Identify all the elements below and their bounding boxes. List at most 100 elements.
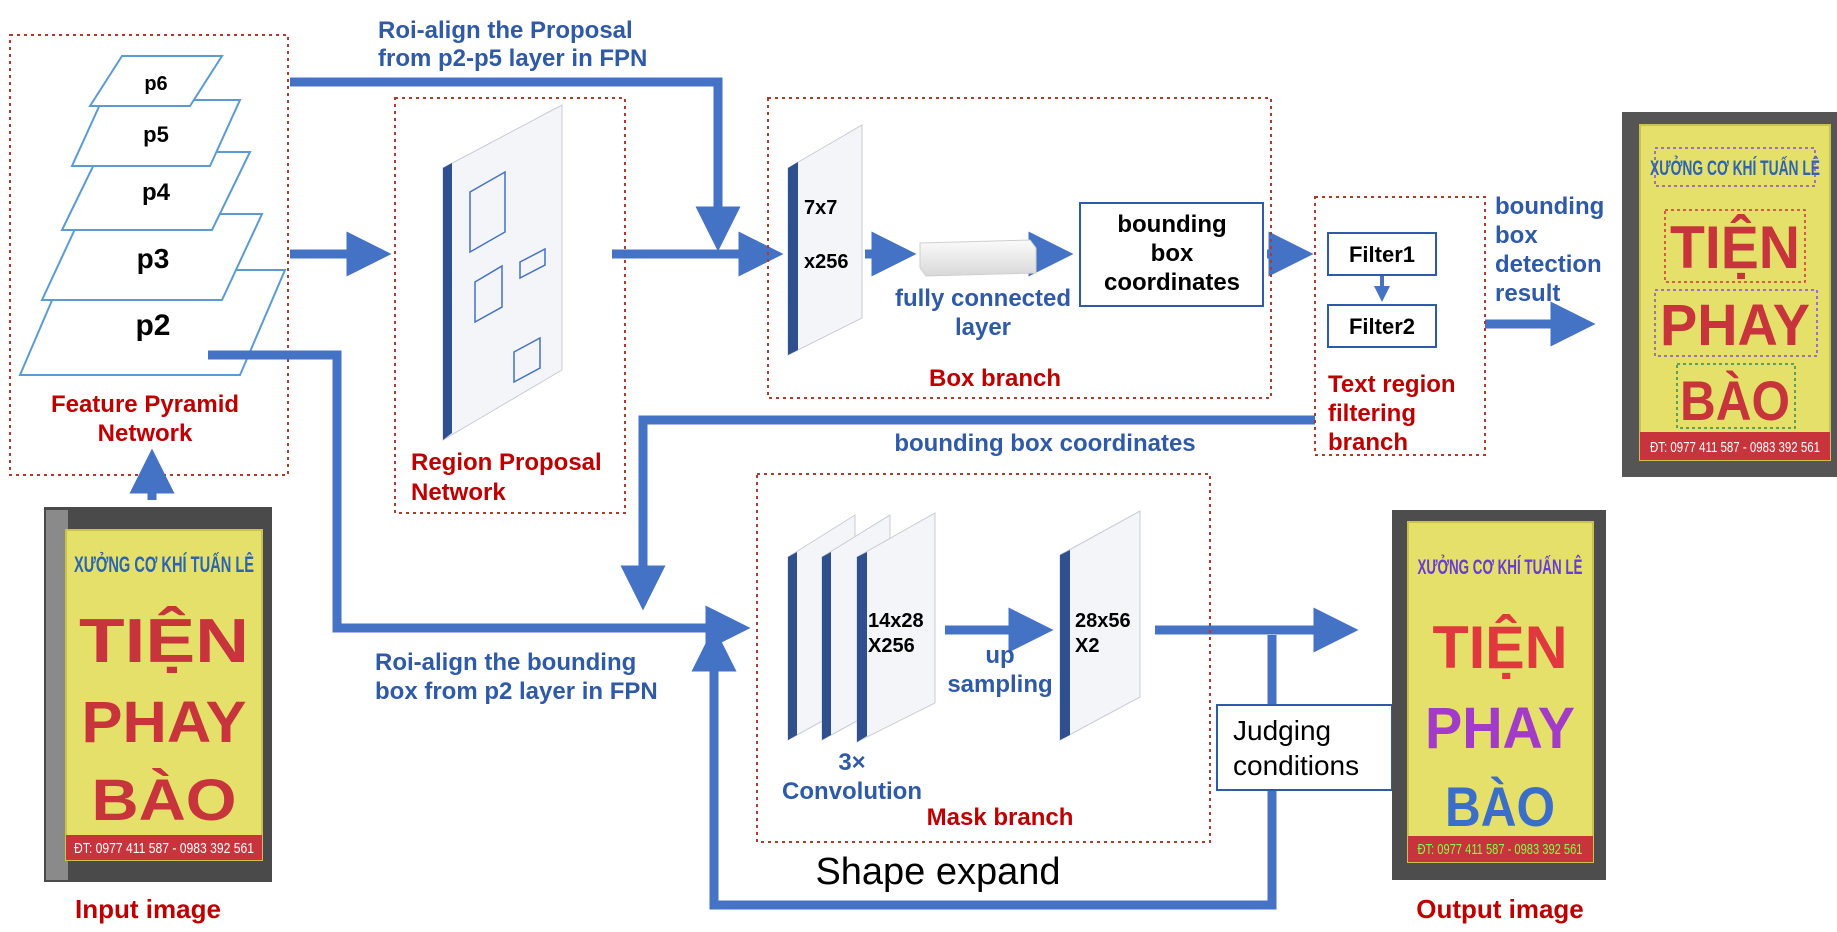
rpn-title-line1: Region Proposal [411,449,602,476]
fully-connected-block [919,239,1037,277]
judging-conditions-box [1216,704,1393,791]
filter2-box [1327,304,1437,348]
detection-result-line3: detection [1495,251,1602,278]
filter1-label: Filter1 [1349,242,1415,267]
box-branch-dotted-box [767,97,1272,399]
filter-title-line3: branch [1328,429,1408,456]
conv-size-line2: X256 [868,635,915,657]
rpn-panel: Region Proposal Network [394,97,626,514]
conv-caption-line1: 3× [838,749,865,776]
filter-title-line1: Text region [1328,371,1456,398]
input-sign-footer-bar [66,835,262,860]
box-feature-line1: 7x7 [804,197,837,219]
upsample-line1: up [985,642,1014,669]
result-sign-footer-bar [1640,432,1830,460]
pyramid-layer-p4 [60,151,252,231]
bbox-label-line3: coordinates [1104,269,1240,296]
input-sign-board [65,529,263,861]
mask-output-line2: X2 [1075,635,1099,657]
arrow-p2-to-mask [208,350,751,651]
upsample-line2: sampling [947,671,1052,698]
input-image: XƯỞNG CƠ KHÍ TUẤN LÊ TIỆN PHAY BÀO ĐT: 0… [44,507,272,924]
mask-output-slab-edge [1060,550,1070,740]
judging-line2: conditions [1233,750,1359,781]
fc-label-line2: layer [955,314,1011,341]
filter1-box [1327,232,1437,276]
rpn-slab-edge [443,163,452,440]
conv-slab-2-edge [822,552,831,740]
box-feature-slab-edge [788,162,798,355]
result-sign-board [1639,124,1831,461]
detected-box-line1 [1654,147,1816,187]
arrow-fpn-to-roi-top [290,77,741,252]
output-sign-board [1407,521,1594,863]
bbox-coordinates-box [1079,202,1264,307]
fpn-title-line1: Feature Pyramid [51,391,239,418]
level-label-p6: p6 [144,73,167,95]
pyramid-layer-p3 [40,213,264,301]
level-label-p3: p3 [137,243,170,274]
detection-result-line4: result [1495,280,1560,307]
detected-box-line2 [1664,209,1806,283]
output-sign-line1: XƯỞNG CƠ KHÍ TUẤN LÊ [1418,555,1583,579]
level-label-p4: p4 [142,179,171,206]
input-sign-line3: PHAY [82,690,247,755]
input-image-caption: Input image [75,894,221,924]
fc-label-line1: fully connected [895,285,1071,312]
box-branch-panel: 7x7 x256 fully connected layer bounding … [767,97,1272,399]
box-branch-title: Box branch [929,365,1061,392]
detection-result-line2: box [1495,222,1538,249]
proposal-box-4 [513,336,541,384]
bbox-coords-label: bounding box coordinates [894,430,1195,457]
result-sign-line1: XƯỞNG CƠ KHÍ TUẤN LÊ [1650,156,1820,180]
bbox-label-line1: bounding [1117,211,1226,238]
result-sign-footer: ĐT: 0977 411 587 - 0983 392 561 [1650,439,1820,456]
filter-branch-panel: Filter1 Filter2 Text region filtering br… [1314,196,1486,456]
filter2-label: Filter2 [1349,314,1415,339]
roi-top-line1: Roi-align the Proposal [378,17,633,44]
proposal-box-1 [469,170,506,254]
bbox-label-line2: box [1151,240,1194,267]
detection-result-line1: bounding [1495,193,1604,220]
proposal-box-3 [519,247,546,280]
detection-result-image: XƯỞNG CƠ KHÍ TUẤN LÊ TIỆN PHAY BÀO ĐT: 0… [1622,112,1837,477]
input-photo-pole [46,510,68,880]
output-sign-footer-bar [1408,836,1593,862]
detected-box-line4 [1676,363,1796,429]
input-sign-line2: TIỆN [79,607,249,676]
rpn-dotted-box [394,97,626,514]
input-sign-line1: XƯỞNG CƠ KHÍ TUẤN LÊ [74,552,254,577]
shape-expand-label: Shape expand [815,851,1060,893]
result-sign-line4: BÀO [1680,369,1790,432]
fpn-panel: p6 p5 p4 p3 p2 Feature Pyramid Network [9,34,289,476]
input-sign-footer: ĐT: 0977 411 587 - 0983 392 561 [74,840,254,857]
result-sign-line2: TIỆN [1670,214,1800,281]
pyramid-layer-p6 [88,55,224,107]
fpn-title-line2: Network [98,420,193,447]
output-image: XƯỞNG CƠ KHÍ TUẤN LÊ TIỆN PHAY BÀO ĐT: 0… [1392,510,1606,924]
judging-line1: Judging [1233,715,1331,746]
box-feature-slab [787,124,863,356]
output-sign-line3: PHAY [1425,696,1575,761]
roi-bottom-line2: box from p2 layer in FPN [375,678,658,705]
output-sign-line2: TIỆN [1433,614,1568,681]
level-label-p2: p2 [135,309,170,342]
proposal-box-2 [474,264,503,324]
conv-slab-1-edge [788,552,797,740]
filter-title-line2: filtering [1328,400,1416,427]
mask-branch-title: Mask branch [927,804,1074,831]
detected-box-line3 [1654,289,1818,357]
mask-output-line1: 28x56 [1075,610,1131,632]
arrow-bbox-coords-to-mask [620,415,1315,611]
level-label-p5: p5 [143,122,169,147]
result-sign-line3: PHAY [1660,293,1810,358]
rpn-title-line2: Network [411,479,506,506]
conv-caption-line2: Convolution [782,778,922,805]
roi-top-line2: from p2-p5 layer in FPN [378,45,647,72]
mask-branch-panel: 14x28 X256 3× Convolution up sampling 28… [756,473,1211,843]
filter-dotted-box [1314,196,1486,456]
roi-bottom-line1: Roi-align the bounding [375,649,636,676]
conv-slab-3-edge [857,552,867,742]
